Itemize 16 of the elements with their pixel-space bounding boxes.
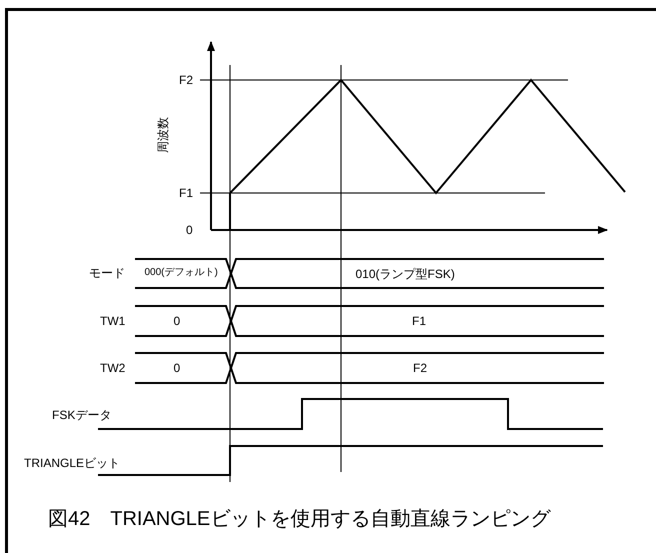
axis-tick-label: F1: [179, 186, 194, 200]
axis-tick-label: 0: [186, 223, 193, 237]
axis-tick-label: F2: [179, 73, 194, 87]
bus-value-label: 000(デフォルト): [144, 266, 218, 280]
axis-title: 周波数: [156, 117, 170, 153]
signal-name: モード: [89, 266, 125, 280]
signal-name: TRIANGLEビット: [24, 456, 120, 470]
bus-value-label: 010(ランプ型FSK): [356, 267, 455, 281]
signal-name: TW1: [100, 314, 126, 328]
bus-value-label: F2: [413, 361, 428, 375]
bus-value-label: 0: [174, 361, 180, 375]
bus-value-label: F1: [412, 314, 426, 328]
signal-name: FSKデータ: [52, 408, 112, 422]
bus-value-label: 0: [174, 314, 180, 328]
signal-name: TW2: [100, 361, 126, 375]
figure-caption: 図42 TRIANGLEビットを使用する自動直線ランピング: [48, 507, 550, 531]
